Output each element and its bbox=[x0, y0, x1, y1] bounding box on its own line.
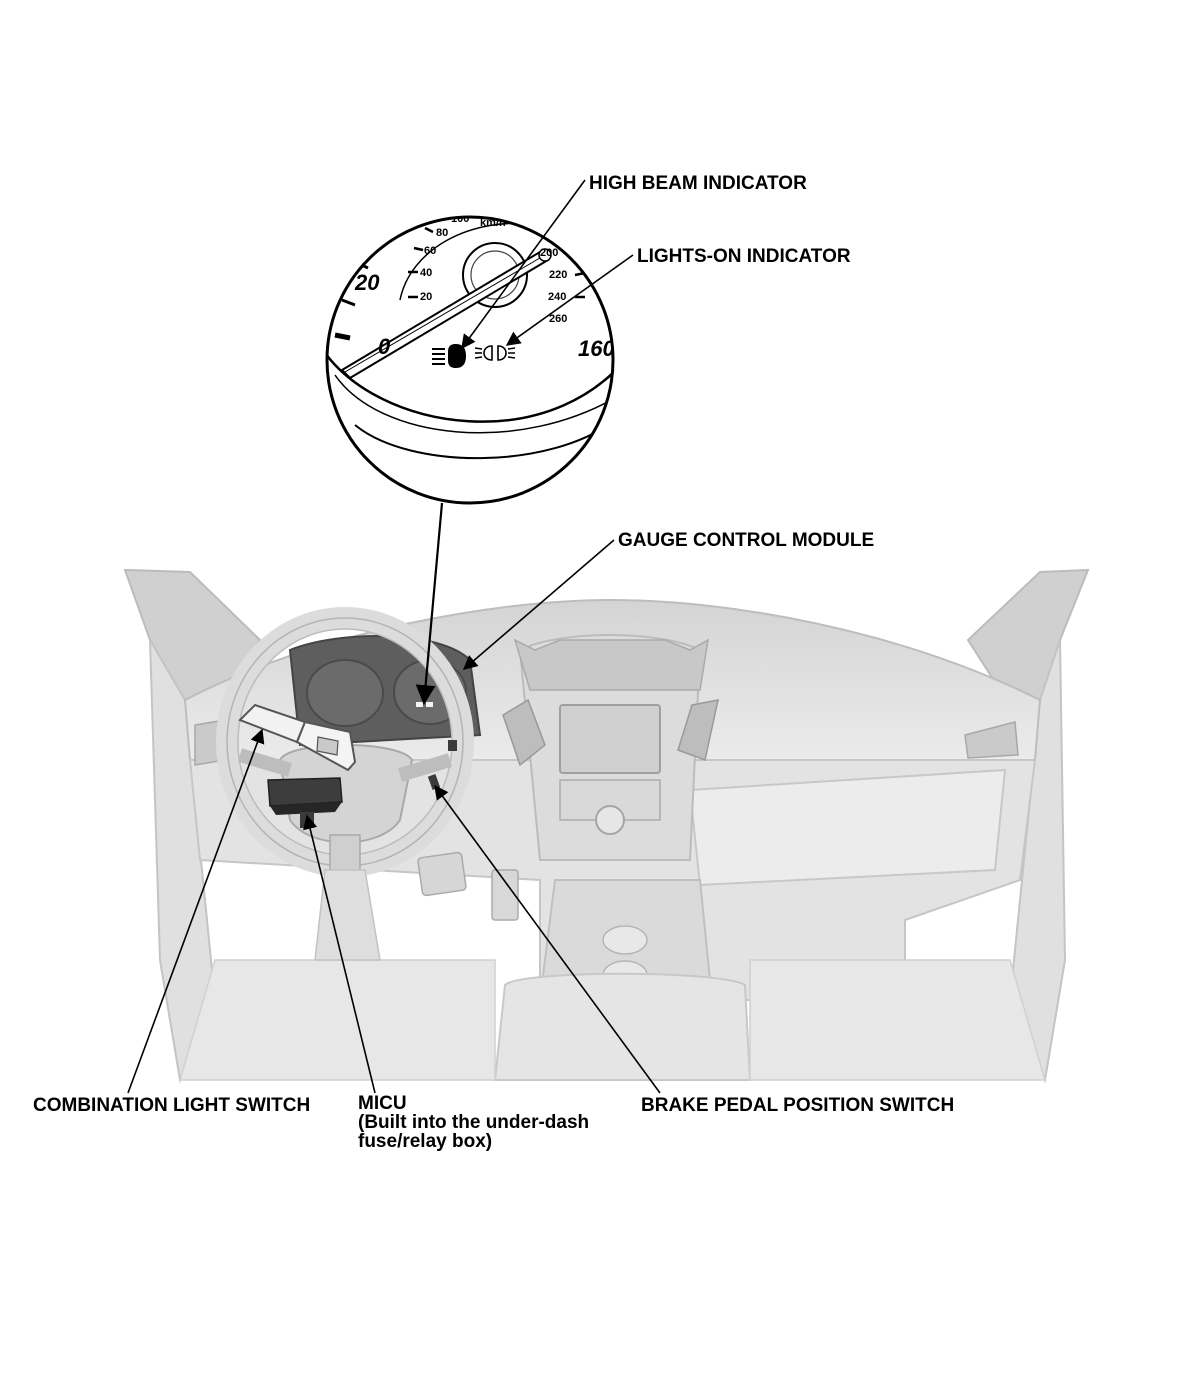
center-vent-left bbox=[502, 698, 546, 767]
glove-box bbox=[688, 768, 1007, 887]
car-interior bbox=[123, 568, 1090, 1084]
kmh-tick-20: 20 bbox=[420, 291, 432, 303]
gauge-callout-circle bbox=[325, 215, 615, 505]
gauge-outer-left-number: 20 bbox=[354, 270, 380, 295]
micu-part bbox=[267, 777, 343, 828]
accelerator-pedal bbox=[491, 869, 519, 921]
gauge-callout: 20 160 0 km/h 20 40 60 80 100 200 220 24… bbox=[325, 213, 615, 505]
center-display-hood bbox=[513, 638, 709, 691]
combination-light-switch-label: COMBINATION LIGHT SWITCH bbox=[33, 1095, 311, 1116]
brake-pedal-position-switch-label: BRAKE PEDAL POSITION SWITCH bbox=[641, 1095, 955, 1116]
kmh-tick-100: 100 bbox=[451, 213, 469, 225]
leader-lines bbox=[127, 179, 661, 1094]
high-beam-indicator-label: HIGH BEAM INDICATOR bbox=[589, 173, 807, 194]
brake-pedal bbox=[417, 851, 467, 897]
gauge-outer-bottom-number: 0 bbox=[378, 334, 391, 359]
kmh-tick-200: 200 bbox=[540, 247, 558, 259]
cluster-indicator-lights-on bbox=[426, 702, 433, 707]
kmh-tick-240: 240 bbox=[548, 291, 566, 303]
combination-light-switch-part bbox=[238, 703, 357, 772]
micu-label-line1: MICU bbox=[358, 1093, 407, 1114]
kmh-tick-260: 260 bbox=[549, 313, 567, 325]
armrest bbox=[493, 972, 752, 1081]
gauge-outer-right-number: 160 bbox=[578, 336, 615, 361]
cluster-indicator-high-beam bbox=[416, 702, 423, 707]
micu-label-line2: (Built into the under-dash bbox=[358, 1112, 590, 1133]
micu-label-line3: fuse/relay box) bbox=[358, 1131, 493, 1152]
kmh-tick-60: 60 bbox=[424, 245, 436, 257]
kmh-tick-40: 40 bbox=[420, 267, 432, 279]
right-side-vent bbox=[964, 721, 1019, 759]
center-knob bbox=[595, 805, 625, 835]
steering-column bbox=[314, 869, 381, 961]
kmh-tick-220: 220 bbox=[549, 269, 567, 281]
center-display bbox=[559, 704, 661, 774]
gauge-control-module-label: GAUGE CONTROL MODULE bbox=[618, 530, 875, 551]
lights-on-indicator-icon bbox=[474, 345, 516, 361]
high-beam-indicator-icon bbox=[432, 344, 466, 368]
lights-on-indicator-label: LIGHTS-ON INDICATOR bbox=[637, 246, 851, 267]
floor bbox=[179, 959, 496, 1081]
center-vent-right bbox=[677, 699, 719, 762]
kmh-tick-80: 80 bbox=[436, 227, 448, 239]
